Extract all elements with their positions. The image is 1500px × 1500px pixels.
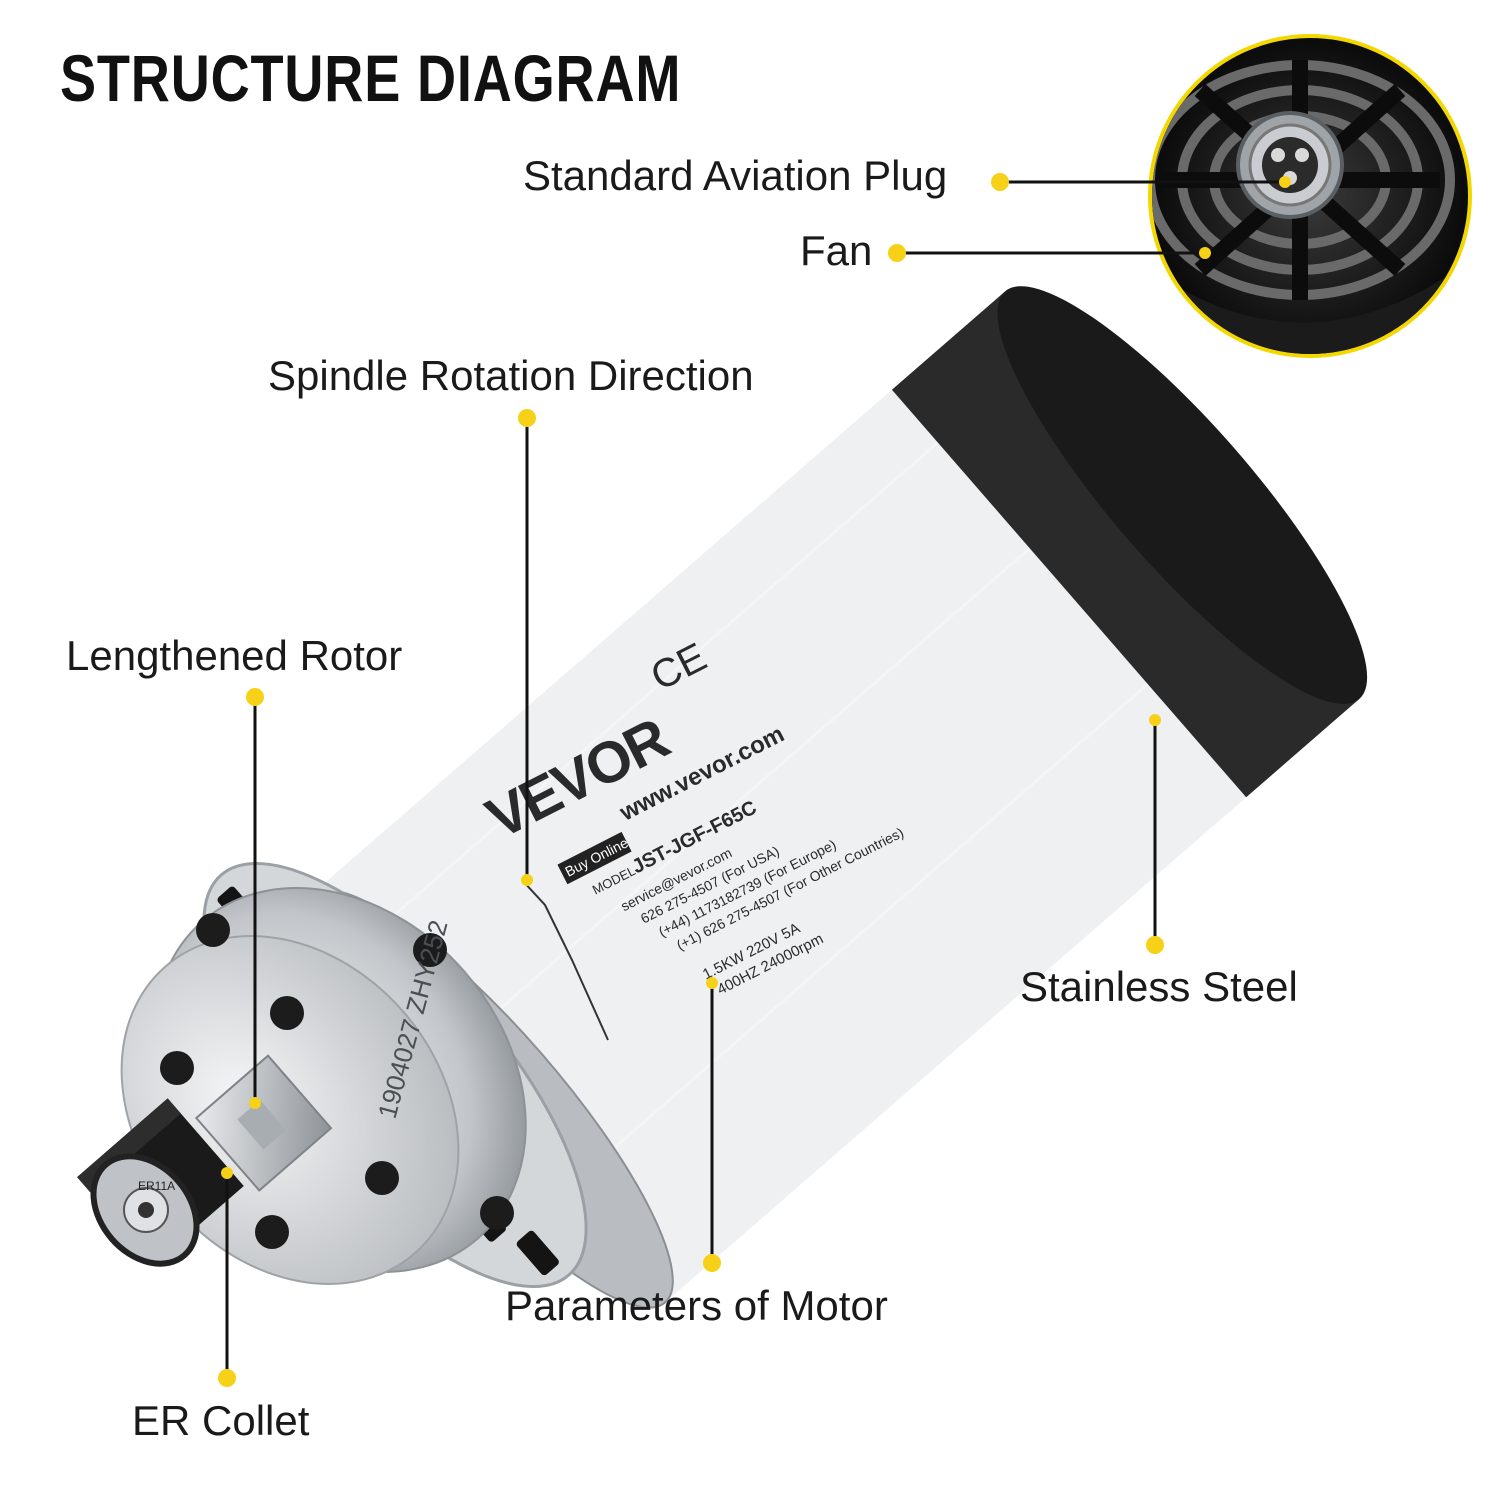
label-lengthened-rotor: Lengthened Rotor [66, 632, 403, 679]
label-stainless-steel: Stainless Steel [1020, 963, 1298, 1010]
rotor-shaft [194, 1054, 333, 1192]
callout-dots [218, 173, 1291, 1387]
rotation-arrow [521, 879, 609, 1041]
nameplate: VEVOR CE www.vevor.com Buy Online MODEL … [476, 635, 906, 999]
label-aviation-plug: Standard Aviation Plug [523, 152, 948, 199]
er-collet: ER11A [77, 1098, 244, 1267]
zoom-inset [1148, 34, 1472, 358]
label-er-collet: ER Collet [132, 1397, 310, 1444]
bolt-holes [160, 913, 514, 1249]
aviation-plug [1236, 111, 1344, 219]
collet-marking: ER11A [138, 1179, 175, 1193]
label-fan: Fan [800, 227, 873, 274]
label-motor-parameters: Parameters of Motor [505, 1282, 888, 1329]
diagram-title: STRUCTURE DIAGRAM [60, 41, 682, 115]
leader-lines [225, 180, 1285, 1378]
label-spindle-rotation: Spindle Rotation Direction [268, 352, 754, 399]
